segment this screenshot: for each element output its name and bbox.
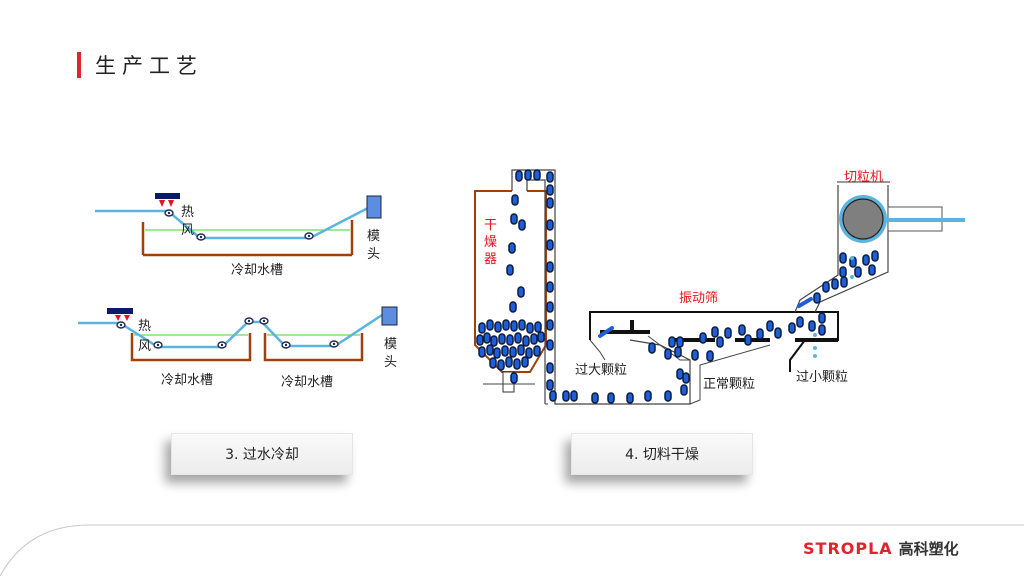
svg-text:冷却水槽: 冷却水槽 [281,375,333,390]
die-head [366,195,382,219]
cutter-blade [842,198,884,240]
svg-text:头: 头 [367,247,380,262]
brand-name-en: STROPLA [803,539,893,558]
svg-text:模: 模 [384,337,397,352]
caption-water-cooling: 3. 过水冷却 [171,433,353,475]
svg-text:热: 热 [138,319,151,334]
svg-text:热: 热 [181,205,194,220]
svg-text:风: 风 [181,223,194,238]
cooling-diagram-single: 热 风 冷却水槽 模 头 [95,193,382,278]
svg-text:燥: 燥 [484,235,497,250]
title-accent-bar [77,52,81,78]
svg-text:切粒机: 切粒机 [844,170,883,185]
svg-text:正常颗粒: 正常颗粒 [703,377,755,392]
hot-air-nozzle [155,193,180,199]
svg-text:振动筛: 振动筛 [679,291,718,306]
cooling-diagram-double: 热 风 冷却水槽 冷却水槽 模 头 [78,306,398,390]
svg-text:冷却水槽: 冷却水槽 [161,373,213,388]
pelletizing-diagram: 干 燥 器 振动筛 切粒机 过大颗粒 正常颗粒 过小颗粒 [474,169,965,405]
svg-text:冷却水槽: 冷却水槽 [231,263,283,278]
svg-text:头: 头 [384,355,397,370]
svg-text:风: 风 [138,339,151,354]
svg-text:过小颗粒: 过小颗粒 [796,370,848,385]
svg-text:过大颗粒: 过大颗粒 [575,363,627,378]
page-title: 生产工艺 [95,54,203,78]
footer-divider [0,524,1024,576]
brand-logo: STROPLA 高科塑化 [803,538,959,559]
brand-name-cn: 高科塑化 [898,540,959,558]
svg-text:器: 器 [484,252,497,267]
svg-text:模: 模 [367,229,380,244]
caption-cutting-drying: 4. 切料干燥 [571,433,753,475]
pellets [476,169,879,404]
svg-text:干: 干 [484,218,497,233]
